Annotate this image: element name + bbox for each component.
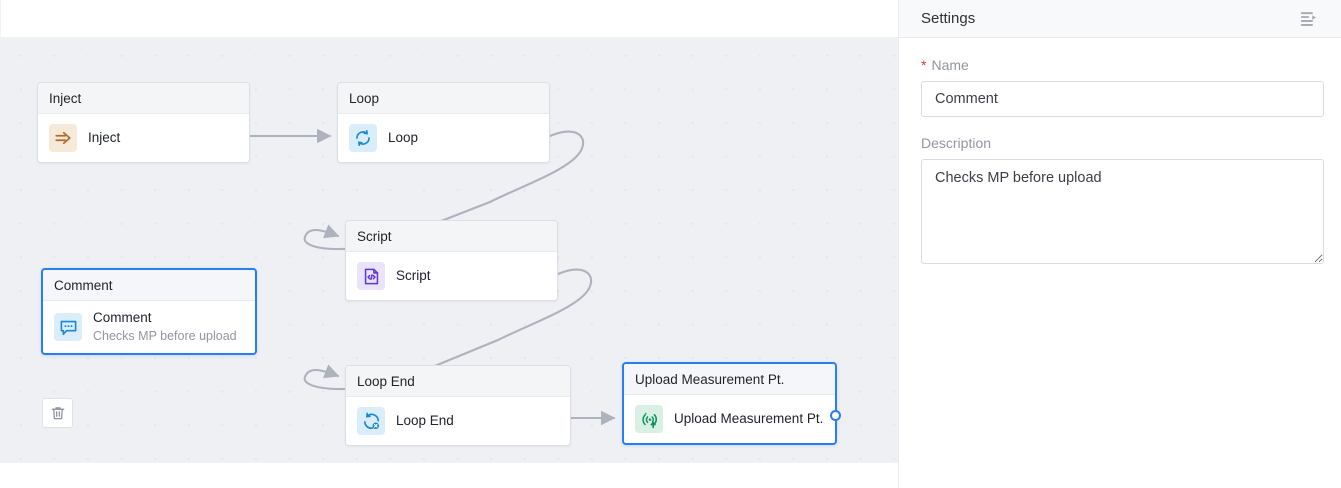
node-texts: Comment Checks MP before upload <box>93 310 237 344</box>
canvas-top-margin <box>0 0 898 37</box>
trash-icon <box>51 407 64 420</box>
name-input[interactable] <box>921 81 1324 117</box>
name-field-label: * Name <box>921 57 1319 73</box>
node-sublabel: Checks MP before upload <box>93 328 237 343</box>
inject-arrow-icon <box>49 124 77 152</box>
node-header-title: Loop <box>338 83 549 114</box>
node-body: Comment Checks MP before upload <box>43 301 255 354</box>
required-marker: * <box>921 57 927 73</box>
node-label: Script <box>396 267 431 283</box>
name-field-group: * Name <box>921 57 1324 117</box>
node-texts: Upload Measurement Pt. <box>674 411 823 428</box>
node-body: Loop <box>338 114 549 162</box>
node-loop[interactable]: Loop Loop <box>337 82 550 163</box>
node-header-title: Upload Measurement Pt. <box>624 364 835 395</box>
node-texts: Loop <box>388 130 418 147</box>
node-label: Loop End <box>396 412 454 428</box>
node-header-title: Script <box>346 221 557 252</box>
node-body: Loop End <box>346 397 570 445</box>
node-body: Inject <box>38 114 249 162</box>
node-label: Comment <box>93 310 152 325</box>
node-loop-end[interactable]: Loop End Loop End <box>345 365 571 446</box>
node-comment[interactable]: Comment Comment Checks MP before upload <box>41 268 257 356</box>
node-header-title: Comment <box>43 270 255 301</box>
node-body: Upload Measurement Pt. <box>624 395 835 443</box>
name-label-text: Name <box>931 57 969 73</box>
loop-end-icon <box>357 407 385 435</box>
node-upload-measurement-pt[interactable]: Upload Measurement Pt. Upload Measuremen… <box>622 362 841 445</box>
upload-measurement-icon <box>635 405 663 433</box>
node-body: Script <box>346 252 557 300</box>
delete-node-button[interactable] <box>42 398 73 428</box>
description-field-label: Description <box>921 135 1319 151</box>
node-script[interactable]: Script Script <box>345 220 558 301</box>
canvas-bottom-margin <box>0 463 898 488</box>
settings-body: * Name Description <box>899 38 1341 269</box>
workflow-canvas[interactable]: Inject Inject Loop <box>0 37 898 463</box>
loop-refresh-icon <box>349 124 377 152</box>
node-label: Inject <box>88 129 121 145</box>
canvas-left-hairline <box>0 0 1 37</box>
script-code-icon <box>357 262 385 290</box>
node-inject[interactable]: Inject Inject <box>37 82 250 163</box>
description-label-text: Description <box>921 135 992 151</box>
description-textarea[interactable] <box>921 159 1324 264</box>
settings-panel: Settings * Name <box>898 0 1341 488</box>
edge-loop-script <box>303 130 585 251</box>
node-texts: Loop End <box>396 413 454 430</box>
output-handle[interactable] <box>830 409 841 421</box>
node-header-title: Loop End <box>346 366 570 397</box>
collapse-panel-icon[interactable] <box>1300 11 1319 27</box>
description-field-group: Description <box>921 135 1324 269</box>
settings-title: Settings <box>921 10 976 27</box>
node-label: Upload Measurement Pt. <box>674 410 824 426</box>
node-header-title: Inject <box>38 83 249 114</box>
collapse-panel-glyph <box>1300 11 1317 26</box>
node-label: Loop <box>388 129 419 145</box>
settings-header: Settings <box>899 0 1341 38</box>
node-texts: Inject <box>88 130 120 147</box>
node-texts: Script <box>396 268 431 285</box>
comment-bubble-icon <box>54 313 82 342</box>
